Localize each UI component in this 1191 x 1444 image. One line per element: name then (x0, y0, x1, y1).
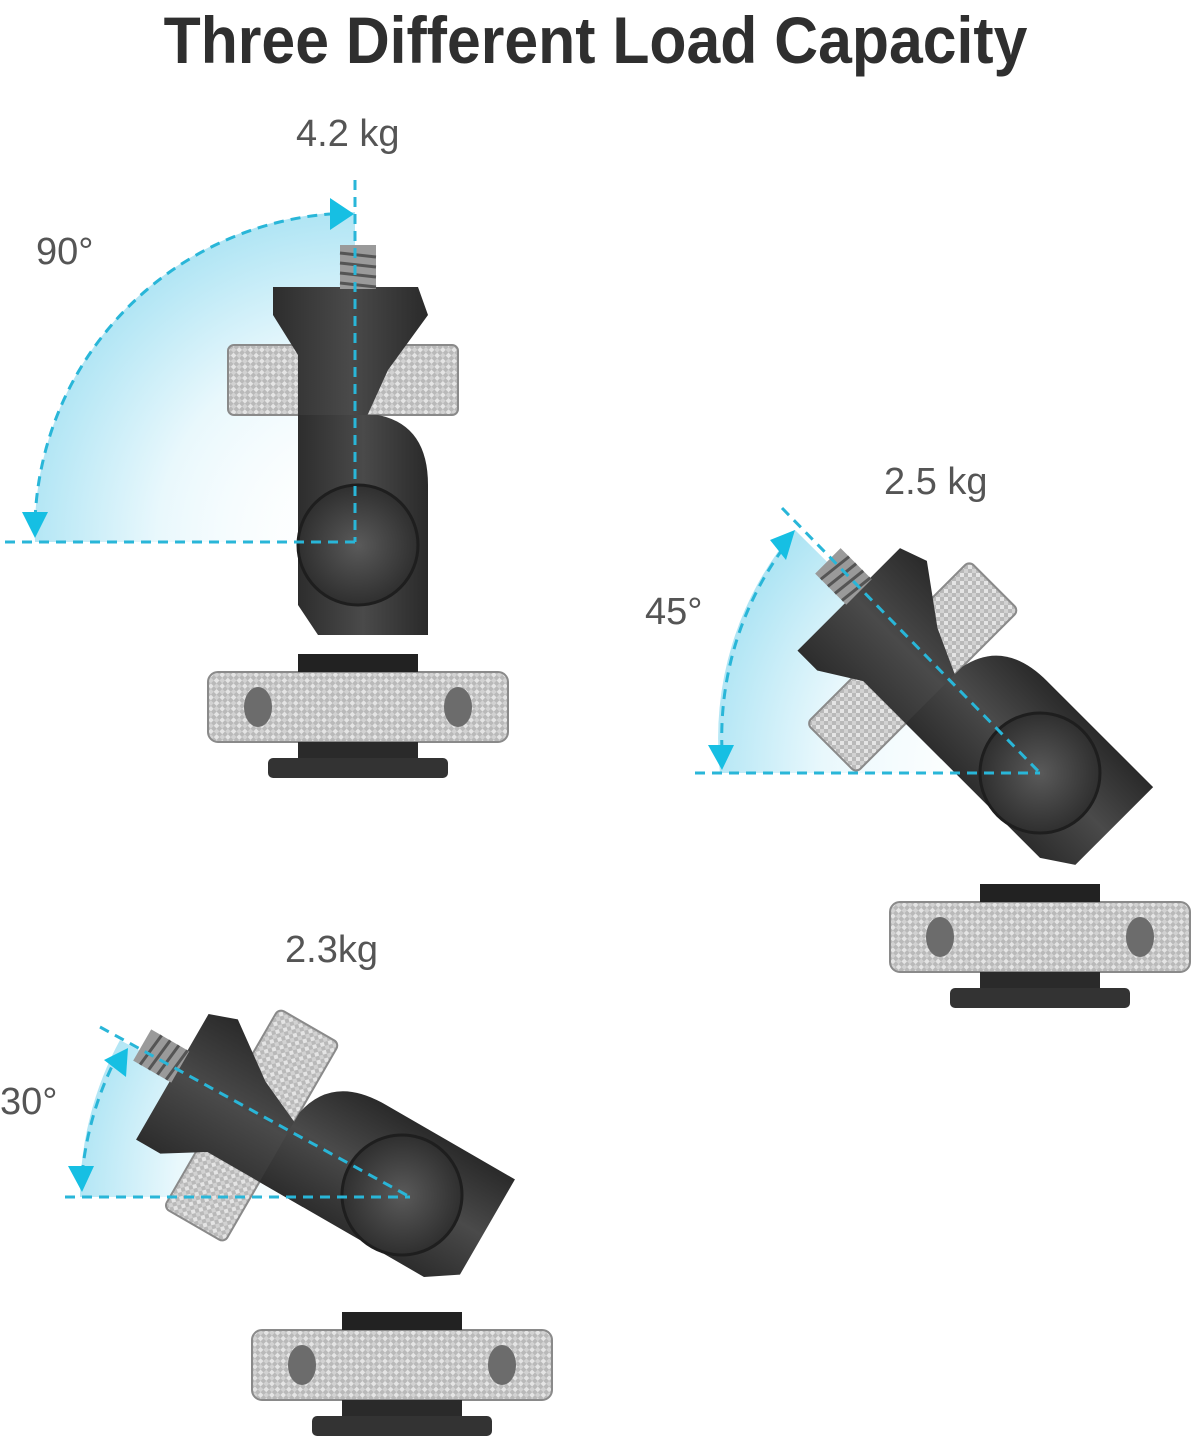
load-label-90: 4.2 kg (296, 113, 400, 155)
mount-90-degrees (5, 180, 509, 779)
load-label-30: 2.3kg (285, 929, 378, 971)
angle-label-90: 90° (36, 231, 94, 273)
mount-45-degrees (695, 488, 1191, 1009)
page-title: Three Different Load Capacity (163, 3, 1028, 77)
mount-30-degrees (65, 956, 553, 1437)
load-label-45: 2.5 kg (884, 461, 988, 503)
angle-label-45: 45° (645, 591, 703, 633)
angle-label-30: 30° (0, 1081, 58, 1123)
